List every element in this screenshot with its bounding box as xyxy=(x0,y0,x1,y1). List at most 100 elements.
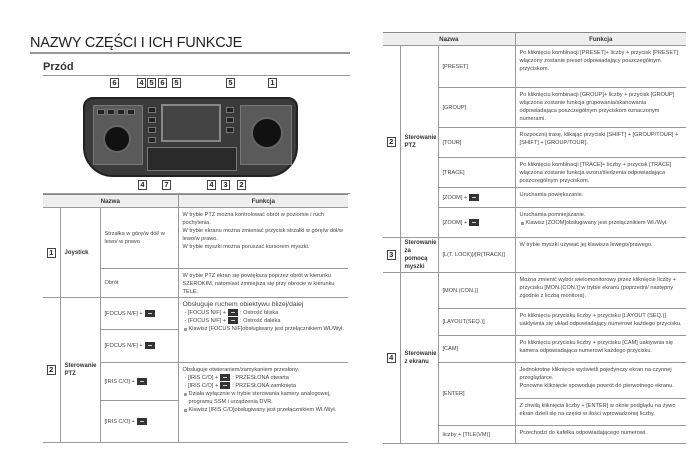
part-name: [TOUR] xyxy=(442,139,462,146)
group-name: Sterowanie z ekranu xyxy=(400,272,439,444)
part-name-cell: [CAM] xyxy=(438,335,516,363)
part-name: [MON.(CON.)] xyxy=(442,287,478,294)
part-name-cell: [L(T. LOCK)]/[R(TRACK)] xyxy=(438,237,516,273)
table-row: [LAYOUT(SEQ.)]Po kliknięciu przycisku li… xyxy=(383,308,687,336)
option-prefix: - [FOCUS N/F] + xyxy=(184,310,227,316)
part-name: liczby + [TILE(VM)] xyxy=(442,431,490,438)
group-number-badge: 3 xyxy=(386,250,396,260)
table-row: [GROUP] Po kliknięciu kombinacji [GROUP]+… xyxy=(383,87,687,128)
function-cell: Obsługuje otwieraniem/zamykaniem przesło… xyxy=(178,362,349,443)
key-icon xyxy=(144,342,155,350)
part-name-cell: [TOUR] xyxy=(438,127,516,158)
function-cell: Po kliknięciu kombinacji [TRACE]+ liczby… xyxy=(515,157,687,188)
option-result: : Ostrość bliska xyxy=(240,310,279,316)
function-text: Można zmienić wybór wielomonitorowy prze… xyxy=(519,277,677,299)
function-cell: Po kliknięciu przycisku liczby + przycis… xyxy=(515,335,687,363)
part-name: [FOCUS N/F] + xyxy=(104,310,143,317)
part-name-cell: [IRIS C/O] + xyxy=(100,400,179,443)
group-number-cell: 3 xyxy=(383,237,401,273)
function-text: Po kliknięciu kombinacji [TRACE]+ liczby… xyxy=(519,162,672,184)
part-name: [L(T. LOCK)]/[R(TRACK)] xyxy=(442,252,505,258)
header-function: Funkcja xyxy=(177,194,349,208)
function-text: W trybie myszki używać jej klawisza lewe… xyxy=(519,242,653,248)
function-text: W trybie ekranu można zmieniać przycisk … xyxy=(182,228,343,242)
part-name: [TRACE] xyxy=(442,169,465,176)
header-function: Funkcja xyxy=(514,32,687,46)
function-text: Po kliknięciu kombinacji [GROUP]+ liczby… xyxy=(519,92,675,122)
option-prefix: - [IRIS C/O] + xyxy=(184,375,219,381)
table-row: [TOUR] Rozpocznij trasę, klikając przycis… xyxy=(383,127,687,158)
callout-label: 7 xyxy=(162,180,171,190)
key-icon xyxy=(220,382,231,390)
function-text: Uruchamia pomniejszanie. xyxy=(519,212,586,218)
function-text: Z chwilą kliknięcia liczby + [ENTER] w o… xyxy=(519,403,676,417)
function-text: Ponowne kliknięcie spowoduje powrót do p… xyxy=(519,383,674,389)
group-name: Joystick xyxy=(60,207,101,298)
function-cell: Można zmienić wybór wielomonitorowy prze… xyxy=(515,272,687,309)
table-row: liczby + [TILE(VM)]Przechodzi do kafelka… xyxy=(383,425,687,444)
table-row: Obrót W trybie PTZ ekran się powiększa po… xyxy=(43,268,349,298)
part-name: [FOCUS N/F] + xyxy=(104,343,143,349)
part-name-cell: [ZOOM] + xyxy=(438,187,516,208)
function-cell: Po kliknięciu kombinacji [GROUP]+ liczby… xyxy=(515,87,687,128)
table-row: [IRIS C/O] + xyxy=(43,400,348,443)
group-name: Sterowanie PTZ xyxy=(400,45,439,238)
part-name: [ENTER] xyxy=(442,391,465,397)
option-prefix: - [IRIS C/O] + xyxy=(184,383,219,389)
callout-label: 1 xyxy=(268,78,277,88)
group-number-badge: 4 xyxy=(386,353,396,363)
group-number-badge: 2 xyxy=(46,365,56,375)
function-option: - [IRIS C/O] + : PRZESŁONA otwarta xyxy=(183,374,345,382)
function-text: Po kliknięciu kombinacji [PRESET]+ liczb… xyxy=(519,50,679,72)
function-text: W trybie PTZ ekran się powiększa poprzez… xyxy=(182,273,335,295)
group-number-badge: 2 xyxy=(386,136,396,147)
group-number-cell: 4 xyxy=(383,272,401,444)
divider xyxy=(30,52,350,54)
table-row: 2 Sterowanie PTZ[PRESET] Po kliknięciu kom… xyxy=(383,45,687,238)
function-option: - [FOCUS N/F] +: Ostrość daleka xyxy=(183,317,345,325)
part-name: [ZOOM] + xyxy=(442,194,468,201)
key-icon xyxy=(144,309,155,317)
part-name-cell: Obrót xyxy=(100,268,179,298)
part-name: [IRIS C/O] + xyxy=(104,378,135,385)
group-name: Sterowanie za pomocą myszki xyxy=(400,237,439,273)
callout-label: 4 xyxy=(138,180,147,190)
function-cell: W trybie PTZ ekran się powiększa poprzez… xyxy=(178,268,349,298)
function-note: Klawisz [ZOOM]obsługiwany jest przełączn… xyxy=(520,219,683,227)
function-note: Klawisz [FOCUS N/F]obsługiwany jest prze… xyxy=(183,325,345,333)
part-name: [PRESET] xyxy=(442,63,469,70)
option-result: : PRZESŁONA otwarta xyxy=(232,375,289,381)
table-row: Z chwilą kliknięcia liczby + [ENTER] w o… xyxy=(383,398,687,426)
table-row: 4 Sterowanie z ekranu[MON.(CON.)] Można zm… xyxy=(383,272,687,444)
key-icon xyxy=(228,309,239,317)
section-title: Przód xyxy=(43,61,74,73)
function-text: Uruchamia powiększanie. xyxy=(519,192,584,198)
function-cell: Jednokrotne kliknięcie wyświetli pojedyn… xyxy=(515,362,687,399)
callout-label: 4 xyxy=(137,78,146,88)
group-number-cell: 1 xyxy=(43,207,61,298)
function-cell: Rozpocznij trasę, klikając przyciski [SH… xyxy=(515,127,687,158)
joystick xyxy=(251,117,283,149)
function-cell: Po kliknięciu przycisku liczby + przycis… xyxy=(515,308,687,336)
function-text: Po kliknięciu przycisku liczby + przycis… xyxy=(519,340,673,354)
callout-label: 3 xyxy=(221,180,230,190)
function-text: W trybie PTZ można kontrolować obrót w p… xyxy=(182,212,324,226)
part-name-cell: [ENTER] xyxy=(438,362,516,426)
table-row: [ZOOM] + Uruchamia powiększanie. xyxy=(383,187,687,208)
function-note: Działa wyłącznie w trybie sterowania kam… xyxy=(183,390,345,406)
header-name: Nazwa xyxy=(43,194,179,208)
function-text: Po kliknięciu przycisku liczby + przycis… xyxy=(519,313,682,327)
part-name: Obrót xyxy=(104,280,119,286)
table-row: [ZOOM] + Uruchamia pomniejszanie.Klawisz … xyxy=(383,207,687,238)
key-icon xyxy=(469,193,480,201)
lcd-screen xyxy=(161,104,221,142)
part-name: [GROUP] xyxy=(442,104,467,111)
key-icon xyxy=(136,377,147,385)
key-icon xyxy=(220,374,231,382)
part-name: [IRIS C/O] + xyxy=(104,418,135,425)
part-name: [ZOOM] + xyxy=(442,219,468,226)
group-number-cell: 2 xyxy=(383,45,401,238)
